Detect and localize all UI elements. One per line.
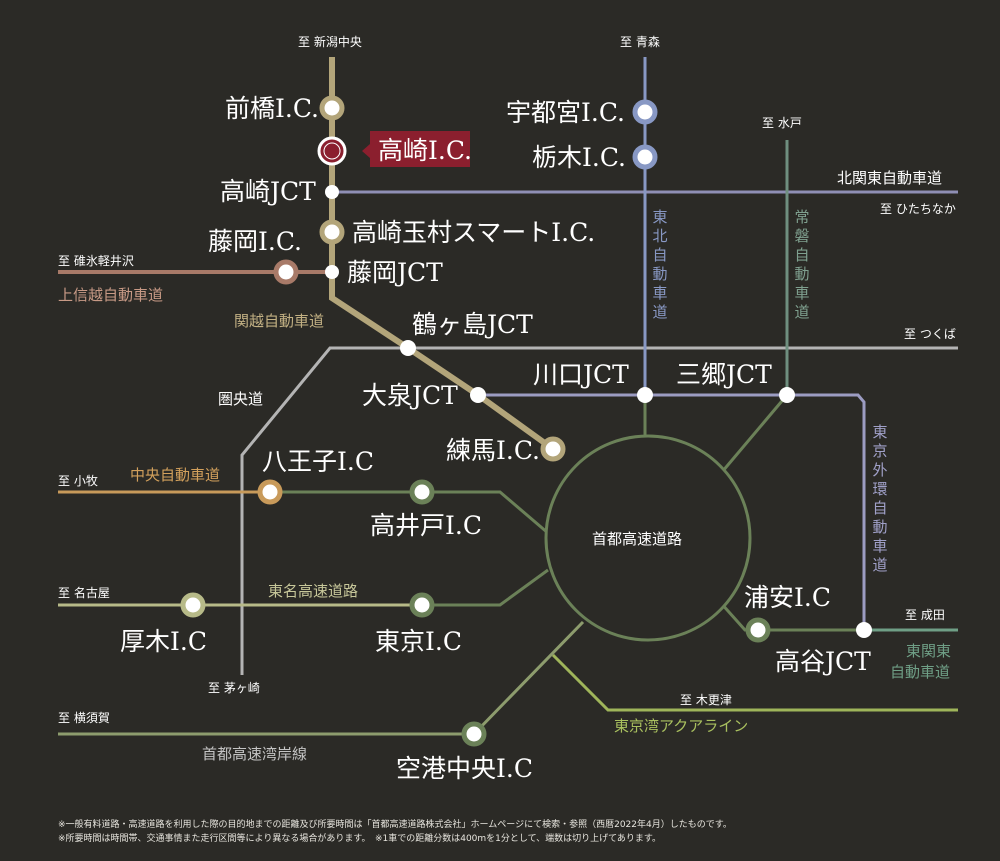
takasaki-ic-label: 高崎I.C. [378, 136, 472, 165]
atsugi-ic-label: 厚木I.C [120, 627, 207, 656]
takaido-ic-label: 高井戸I.C [370, 511, 482, 540]
misato-jct-marker [779, 387, 795, 403]
koya-jct-marker [856, 622, 872, 638]
dest-komaki: 至 小牧 [58, 474, 98, 488]
dest-kisarazu: 至 木更津 [680, 693, 732, 707]
dest-aomori: 至 青森 [620, 34, 660, 49]
nerima-ic-label: 練馬I.C. [446, 436, 540, 465]
dest-mito: 至 水戸 [762, 116, 802, 130]
takasaki-ic-marker [317, 136, 347, 166]
dest-yokosuka: 至 横須賀 [58, 711, 110, 725]
oizumi-jct-marker [470, 387, 486, 403]
chuo-connector-line [270, 490, 549, 535]
footnotes: ※一般有料道路・高速道路を利用した際の目的地までの距離及び所要時間は「首都高速道… [58, 818, 958, 846]
kuko-chuo-ic-marker [461, 721, 487, 747]
dest-niigata: 至 新潟中央 [298, 34, 362, 49]
misato-jct-label: 三郷JCT [676, 360, 772, 389]
kenodo-road-label: 圏央道 [218, 390, 263, 408]
dest-narita: 至 成田 [905, 608, 945, 622]
fujioka-jct-marker [325, 265, 339, 279]
urayasu-connector-line [718, 601, 864, 632]
kitakanto-road-label: 北関東自動車道 [837, 169, 942, 187]
hachioji-ic-label: 八王子I.C [262, 447, 374, 476]
tokyo-ic-marker [409, 592, 435, 618]
higashikanto-road-label-2: 自動車道 [890, 663, 950, 681]
dest-usui: 至 碓氷軽井沢 [58, 253, 134, 268]
shuto-spoke-ne [720, 394, 789, 473]
dest-chigasaki: 至 茅ヶ崎 [208, 681, 260, 695]
chuo-road-label: 中央自動車道 [130, 466, 220, 484]
tomei-road-label: 東名高速道路 [268, 582, 358, 600]
maebashi-ic-marker [319, 95, 345, 121]
tochigi-ic-marker [632, 144, 658, 170]
joban-road-label: 常磐自動車道 [794, 208, 809, 321]
higashikanto-road-label-1: 東関東 [906, 642, 951, 660]
fujioka-ic-marker [273, 259, 299, 285]
tokyo-ic-label: 東京I.C [375, 627, 462, 656]
takasaki-jct-marker [325, 185, 339, 199]
tomei-connector-line [422, 568, 549, 607]
aqualine-road-line [551, 653, 958, 712]
gaikan-road-label: 東京外環自動車道 [872, 423, 887, 574]
shuto-road-label: 首都高速道路 [592, 530, 682, 548]
gaikan-road-line [478, 393, 866, 632]
atsugi-ic-marker [180, 592, 206, 618]
dest-tsukuba: 至 つくば [904, 327, 956, 341]
tamamura-ic-label: 高崎玉村スマートI.C. [352, 218, 595, 247]
kuko-chuo-ic-label: 空港中央I.C [396, 754, 533, 783]
takaido-ic-marker [409, 479, 435, 505]
footnote-2: ※所要時間は時間帯、交通事情また走行区間等により異なる場合があります。 ※1車で… [58, 834, 662, 844]
nerima-ic-marker [540, 436, 566, 462]
bayshore-road-label: 首都高速湾岸線 [202, 745, 307, 763]
joshinetsu-road-label: 上信越自動車道 [58, 286, 163, 304]
utsunomiya-ic-label: 宇都宮I.C. [506, 98, 625, 127]
kawaguchi-jct-label: 川口JCT [533, 360, 629, 389]
tamamura-ic-marker [319, 219, 345, 245]
kanetsu-road-label: 関越自動車道 [234, 312, 324, 330]
tohoku-road-label: 東北自動車道 [652, 208, 667, 321]
tsurugashima-jct-marker [400, 340, 416, 356]
hachioji-ic-marker [257, 479, 283, 505]
urayasu-ic-label: 浦安I.C [744, 583, 831, 612]
koya-jct-label: 高谷JCT [775, 647, 871, 676]
tsurugashima-jct-label: 鶴ヶ島JCT [412, 310, 533, 339]
shuto-ring [544, 434, 752, 642]
footnote-1: ※一般有料道路・高速道路を利用した際の目的地までの距離及び所要時間は「首都高速道… [58, 820, 732, 830]
dest-hitachinaka: 至 ひたちなか [880, 202, 956, 216]
fujioka-ic-label: 藤岡I.C. [208, 227, 302, 256]
utsunomiya-ic-marker [632, 99, 658, 125]
takasaki-jct-label: 高崎JCT [220, 177, 316, 206]
aqualine-road-label: 東京湾アクアライン [614, 717, 748, 735]
maebashi-ic-label: 前橋I.C. [225, 94, 319, 123]
takasaki-ic-marker-inner [323, 142, 341, 160]
kawaguchi-jct-marker [637, 387, 653, 403]
fujioka-jct-label: 藤岡JCT [347, 258, 443, 287]
urayasu-ic-marker [745, 617, 771, 643]
takasaki-highlight-box [362, 131, 470, 167]
oizumi-jct-label: 大泉JCT [362, 381, 458, 410]
dest-nagoya: 至 名古屋 [58, 585, 110, 600]
tochigi-ic-label: 栃木I.C. [532, 143, 626, 172]
